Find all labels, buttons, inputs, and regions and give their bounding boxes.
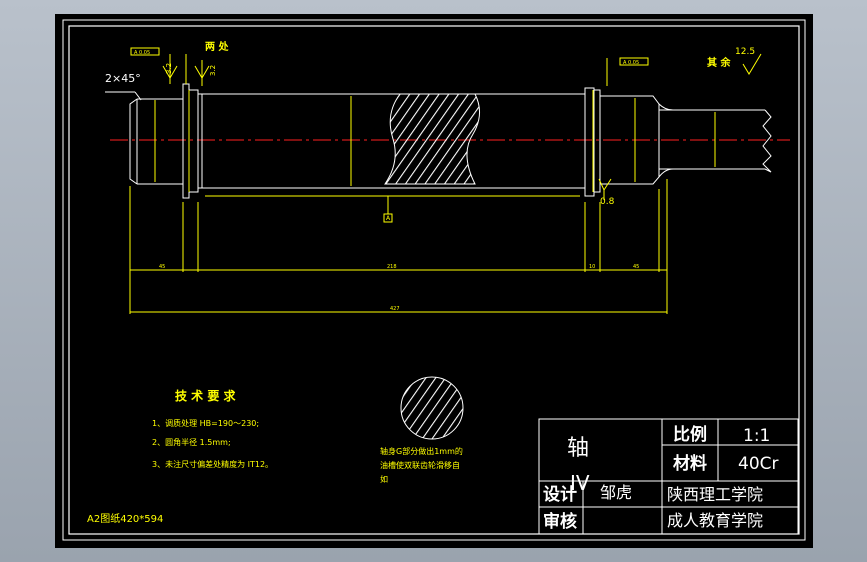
tolerance-frame-right	[619, 57, 649, 66]
dim-mid-seg: 218	[387, 264, 397, 270]
chamfer-note: 2×45°	[105, 72, 141, 85]
scale-label: 比例	[673, 424, 707, 445]
shaft-outline	[129, 83, 772, 199]
drawing-canvas: 45 218 10 45 427 A A 0.05 A 0.05 2×45° 两…	[55, 14, 813, 548]
inner-border	[68, 25, 800, 535]
roughness-left: 3.2	[165, 63, 173, 74]
section-note-line2: 油槽使双联齿轮滑移自	[380, 460, 460, 470]
school-line2: 成人教育学院	[667, 511, 763, 530]
requirements-title: 技 术 要 求	[175, 388, 237, 403]
drawing-svg: 45 218 10 45 427 A A 0.05 A 0.05 2×45° 两…	[62, 19, 806, 541]
material-label: 材料	[673, 453, 707, 474]
outer-border	[62, 19, 806, 541]
school-line1: 陕西理工学院	[667, 485, 763, 504]
reviewer-label: 审核	[543, 511, 577, 532]
dimension-lines	[129, 90, 716, 314]
material-value: 40Cr	[738, 454, 779, 474]
fillet-note: 0.8	[600, 197, 615, 207]
paper-size: A2图纸420*594	[87, 512, 163, 525]
tolerance-left: A 0.05	[134, 50, 150, 56]
title-block-grid	[538, 418, 799, 535]
dim-total: 427	[390, 306, 400, 312]
section-note-line3: 如	[380, 474, 388, 484]
scale-value: 1:1	[743, 426, 770, 446]
dim-shoulder: 10	[589, 264, 595, 270]
section-note-line1: 轴身G部分做出1mm的	[380, 446, 463, 456]
remaining-note: 其 余	[707, 56, 731, 69]
annotation-leaders	[105, 53, 762, 200]
designer-name: 邹虎	[600, 483, 632, 502]
tolerance-frame-left	[130, 47, 160, 56]
datum-label: A	[386, 215, 391, 222]
dim-right-seg: 45	[633, 264, 639, 270]
dim-left-seg: 45	[159, 264, 165, 270]
section-view	[400, 376, 464, 440]
roughness-left-2: 3.2	[209, 65, 217, 76]
requirement-3: 3、未注尺寸偏差处精度为 IT12。	[152, 459, 273, 469]
requirement-1: 1、调质处理 HB=190～230;	[152, 418, 259, 428]
both-places-note: 两 处	[205, 40, 229, 53]
part-name: 轴	[567, 436, 589, 461]
requirement-2: 2、圆角半径 1.5mm;	[152, 437, 231, 447]
tolerance-right: A 0.05	[623, 60, 639, 66]
part-number: IV	[570, 471, 590, 495]
roughness-general: 12.5	[735, 47, 755, 57]
hatch-section	[384, 93, 480, 185]
designer-label: 设计	[543, 484, 577, 505]
